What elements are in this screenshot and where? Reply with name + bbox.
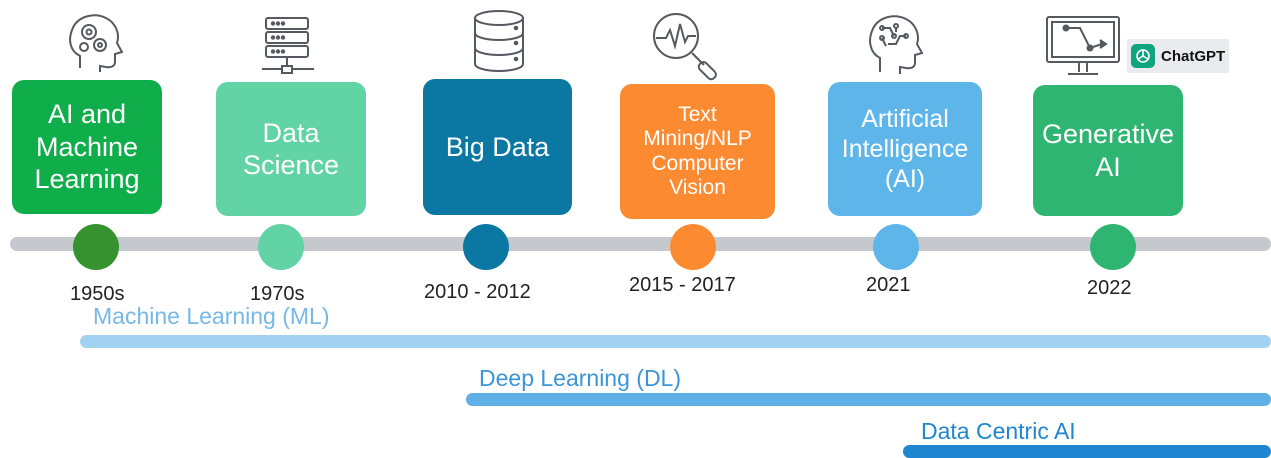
timeline-dot <box>670 224 716 270</box>
era-label-data-centric: Data Centric AI <box>921 418 1076 444</box>
milestone-label: Big Data <box>445 131 550 162</box>
milestone-label: Artificial Intelligence (AI) <box>841 105 969 193</box>
era-label-ml: Machine Learning (ML) <box>93 303 330 329</box>
database-icon <box>468 8 530 74</box>
milestone-year: 2021 <box>866 274 911 296</box>
milestone-box-generative-ai: Generative AI <box>1033 85 1183 216</box>
timeline-dot <box>463 224 509 270</box>
milestone-year: 2010 - 2012 <box>424 281 531 303</box>
era-bar-data-centric <box>903 445 1271 458</box>
milestone-box-data-science: Data Science <box>216 82 366 216</box>
milestone-year: 1950s <box>70 283 125 305</box>
timeline-dot <box>1090 224 1136 270</box>
magnifier-waveform-icon <box>648 8 728 84</box>
milestone-year: 2015 - 2017 <box>629 274 736 296</box>
timeline-dot <box>258 224 304 270</box>
era-bar-ml <box>80 335 1271 348</box>
milestone-label: Data Science <box>242 117 340 180</box>
milestone-year: 1970s <box>250 283 305 305</box>
head-gears-icon <box>60 6 130 76</box>
milestone-label: Generative AI <box>1041 119 1175 182</box>
milestone-box-ai-ml: AI and Machine Learning <box>12 80 162 214</box>
chatgpt-badge: ChatGPT <box>1127 39 1229 73</box>
era-label-dl: Deep Learning (DL) <box>479 365 682 391</box>
timeline-bar <box>10 237 1271 251</box>
milestone-box-ai: Artificial Intelligence (AI) <box>828 82 982 216</box>
server-icon <box>258 14 318 76</box>
milestone-year: 2022 <box>1087 277 1132 299</box>
timeline-dot <box>73 224 119 270</box>
milestone-label: AI and Machine Learning <box>34 99 140 195</box>
chatgpt-badge-text: ChatGPT <box>1161 47 1226 65</box>
monitor-workflow-icon <box>1044 14 1122 78</box>
era-bar-dl <box>466 393 1271 406</box>
head-circuit-icon <box>860 6 930 78</box>
milestone-box-big-data: Big Data <box>423 79 572 215</box>
timeline-dot <box>873 224 919 270</box>
milestone-box-nlp-cv: Text Mining/NLP Computer Vision <box>620 84 775 219</box>
milestone-label: Text Mining/NLP Computer Vision <box>643 103 752 199</box>
chatgpt-logo-icon <box>1131 44 1155 68</box>
